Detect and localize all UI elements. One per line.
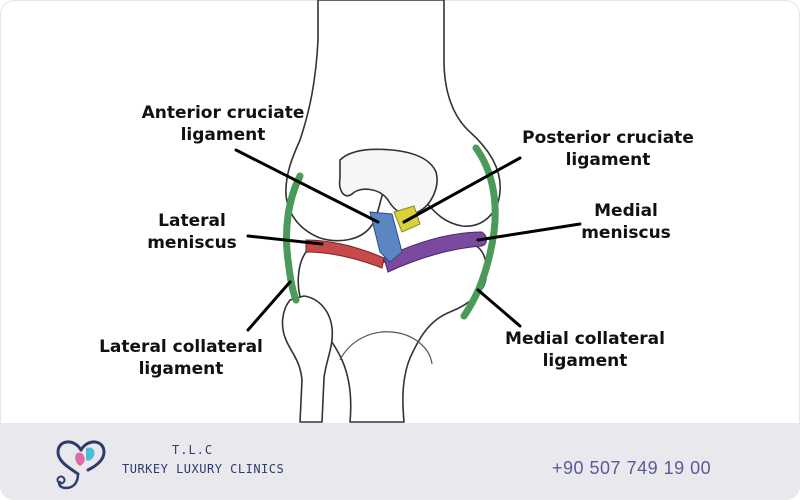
label-line: meniscus [581, 223, 671, 243]
anterior-cruciate-ligament [369, 211, 403, 263]
tlc-logo-heart-stethoscope-icon [56, 440, 106, 490]
label-medial-meniscus: Medial meniscus [574, 200, 678, 244]
label-line: ligament [565, 150, 651, 170]
label-line: Medial [594, 201, 658, 221]
label-line: Posterior cruciate [522, 128, 694, 148]
label-anterior-cruciate-ligament: Anterior cruciate ligament [128, 102, 318, 146]
brand-full-name: TURKEY LUXURY CLINICS [122, 462, 285, 476]
lateral-collateral-ligament [283, 172, 304, 304]
label-line: meniscus [147, 233, 237, 253]
leader-line-posterior-cruciate [402, 156, 522, 224]
phone-number[interactable]: +90 507 749 19 00 [552, 458, 712, 478]
label-line: Lateral collateral [99, 337, 263, 357]
label-line: Anterior cruciate [141, 103, 305, 123]
label-lateral-meniscus: Lateral meniscus [146, 210, 238, 254]
label-line: Medial collateral [505, 329, 665, 349]
label-lateral-collateral-ligament: Lateral collateral ligament [96, 336, 266, 380]
femur [285, 0, 501, 242]
leader-line-anterior-cruciate [234, 148, 380, 224]
lateral-meniscus [305, 239, 385, 269]
label-line: ligament [180, 125, 266, 145]
leader-line-medial-meniscus [476, 222, 582, 242]
fibula [281, 295, 334, 423]
label-posterior-cruciate-ligament: Posterior cruciate ligament [508, 127, 708, 171]
leader-line-lateral-collateral [246, 280, 292, 332]
label-medial-collateral-ligament: Medial collateral ligament [500, 328, 670, 372]
label-line: ligament [138, 359, 224, 379]
label-line: Lateral [158, 211, 226, 231]
brand-short-name: T.L.C [172, 443, 214, 457]
leader-line-medial-collateral [476, 288, 522, 328]
footer-bar [0, 423, 800, 500]
leader-line-lateral-meniscus [246, 234, 324, 246]
label-line: ligament [542, 351, 628, 371]
